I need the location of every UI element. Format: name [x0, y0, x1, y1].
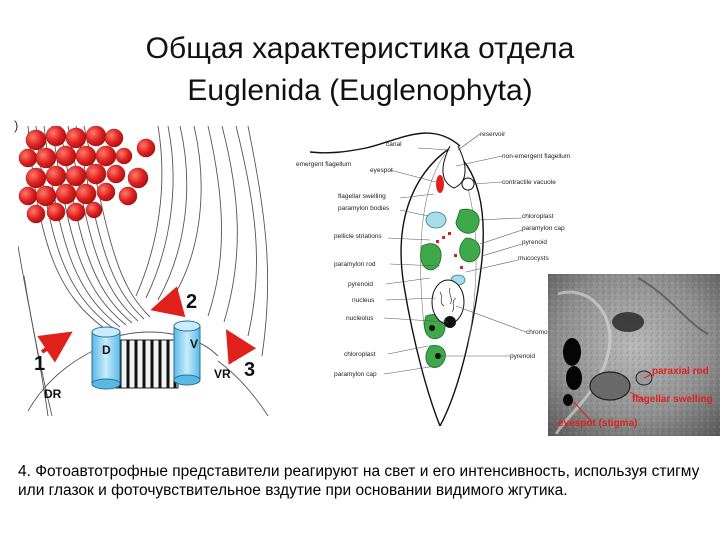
label-pyrenoid-left: pyrenoid	[348, 281, 373, 288]
figure-electron-micrograph: paraxial rod flagellar swelling eyespot …	[548, 274, 720, 436]
label-canal: canal	[386, 141, 402, 148]
membrane-fibres	[17, 125, 269, 417]
microtubule-block	[113, 339, 179, 389]
label-flagellar-swelling-em: flagellar swelling	[632, 394, 713, 405]
nucleolus	[444, 316, 456, 328]
basal-body-d	[91, 326, 121, 390]
label-v: V	[190, 337, 198, 351]
label-eyespot: eyespot	[370, 167, 393, 174]
label-chloroplast-right: chloroplast	[522, 213, 554, 220]
eyespot	[436, 175, 444, 193]
contractile-vacuole	[461, 177, 475, 191]
slide-caption: 4. Фотоавтотрофные представители реагиру…	[18, 463, 700, 499]
flagellar-swelling-em	[589, 371, 631, 401]
emergent-flagellum	[309, 132, 461, 154]
bullet-marker: )	[14, 118, 19, 133]
label-eyespot-stigma: eyespot (stigma)	[558, 418, 637, 429]
label-pyrenoid-right: pyrenoid	[522, 239, 547, 246]
label-chromosome: chromosome	[526, 329, 564, 336]
mucocysts	[436, 232, 463, 269]
basal-body-v	[173, 320, 201, 386]
label-flagellar-swelling: flagellar swelling	[338, 193, 386, 200]
title-line-2: Euglenida (Euglenophyta)	[187, 74, 533, 107]
label-mucocysts: mucocysts	[518, 255, 549, 262]
label-paramylon-rod: paramylon rod	[334, 261, 376, 268]
label-nucleolus: nucleolus	[346, 315, 374, 322]
label-paraxial-rod: paraxial rod	[652, 366, 709, 377]
title-line-1: Общая характеристика отдела	[145, 32, 575, 65]
label-paramylon-cap-left: paramylon cap	[334, 371, 377, 378]
slide-title: Общая характеристика отдела Euglenida (E…	[0, 28, 720, 112]
pointer-arrows	[37, 286, 257, 365]
label-1: 1	[34, 353, 45, 375]
label-reservoir: reservoir	[480, 131, 506, 138]
figure-flagellar-apparatus: 2 1 3 D V DR VR	[17, 125, 280, 417]
label-vr: VR	[214, 367, 231, 381]
label-pyrenoid-bottom: pyrenoid	[510, 353, 535, 360]
label-d: D	[102, 343, 111, 357]
label-3: 3	[244, 359, 255, 381]
eyespot-granules	[18, 125, 156, 224]
label-nucleus: nucleus	[352, 297, 375, 304]
label-pellicle-striations: pellicle striations	[334, 233, 382, 240]
label-paramylon-cap-right: paramylon cap	[522, 225, 565, 232]
stigma-granules	[563, 338, 582, 406]
label-non-emergent-flagellum: non-emergent flagellum	[502, 153, 570, 160]
label-chloroplast-left: chloroplast	[344, 351, 376, 358]
label-emergent-flagellum: emergent flagellum	[296, 161, 351, 168]
label-contractile-vacuole: contractile vacuole	[502, 179, 556, 186]
figure-euglena-cell: canal reservoir non-emergent flagellum e…	[290, 126, 576, 428]
label-dr: DR	[44, 387, 62, 401]
label-paramylon-bodies: paramylon bodies	[338, 205, 390, 212]
reservoir	[442, 145, 466, 189]
label-2: 2	[186, 291, 197, 313]
